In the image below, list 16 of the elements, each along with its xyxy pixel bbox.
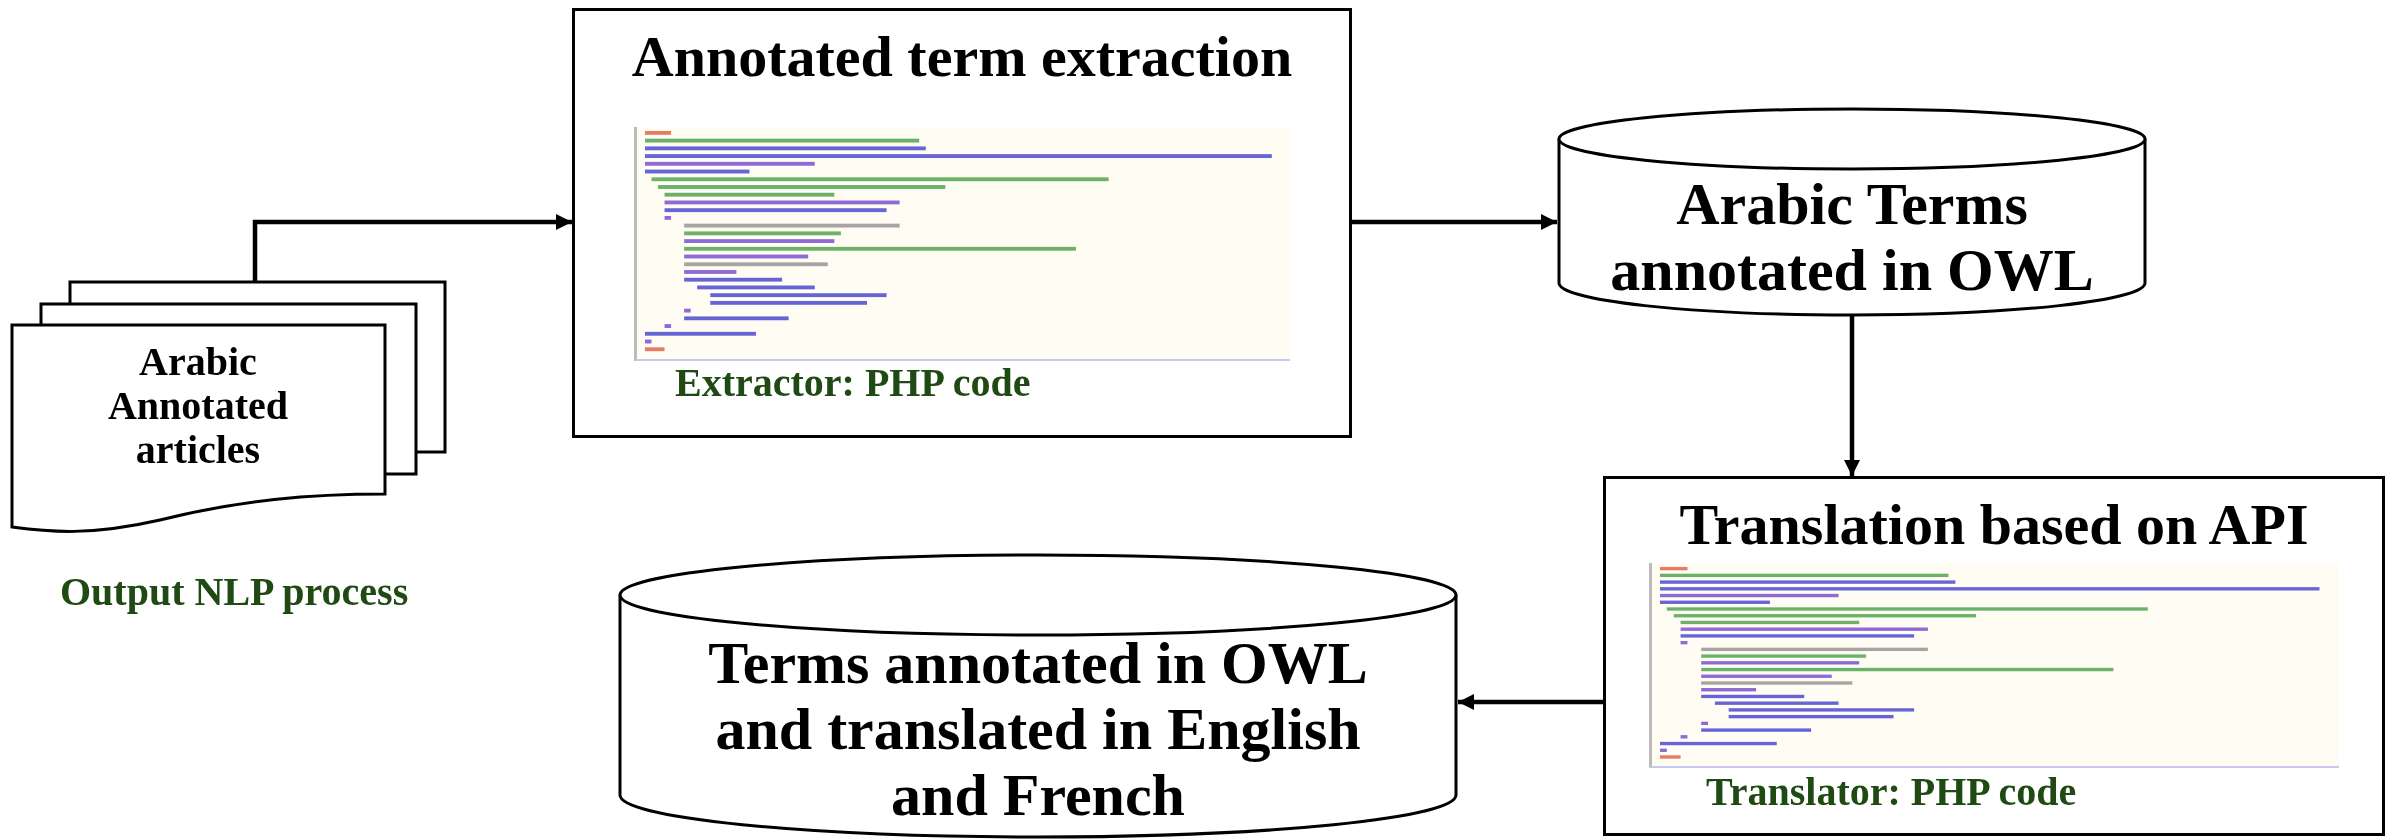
arrow [1458,693,1603,711]
document-caption: Output NLP process [60,568,409,615]
arrow [1352,213,1557,231]
process-box [572,8,1352,438]
document-label: Arabic Annotated articles [107,340,289,472]
arrow [252,213,572,282]
process-caption: Translator: PHP code [1706,769,2077,814]
database-cylinder [1557,107,2147,315]
process-title: Annotated term extraction [631,25,1293,89]
process-title: Translation based on API [1679,493,2309,557]
database-label: Terms annotated in OWL and translated in English and French [707,629,1369,828]
process-caption: Extractor: PHP code [675,360,1031,405]
database-cylinder [618,553,1458,837]
database-label: Arabic Terms annotated in OWL [1609,170,2095,303]
process-box [1603,476,2385,836]
arrow [1843,315,1861,476]
